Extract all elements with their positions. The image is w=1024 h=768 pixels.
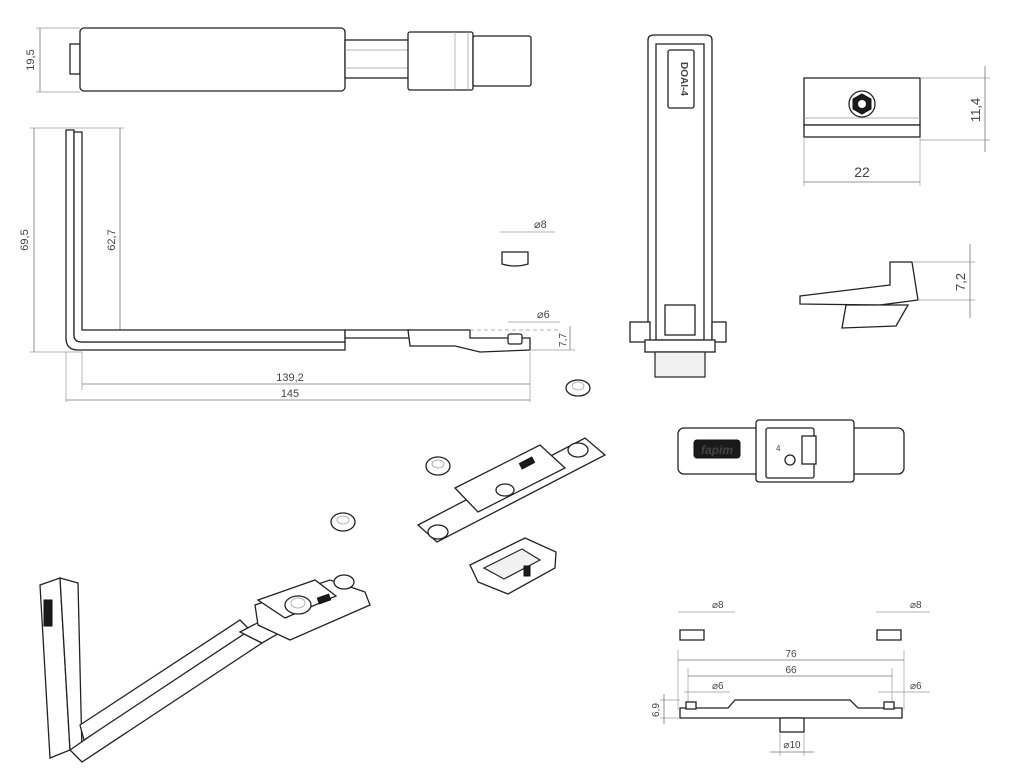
- dim-side-total: 69,5: [19, 229, 31, 250]
- dim-plate-total: 76: [785, 649, 797, 660]
- side-view: 69,5 62,7 7,7 ⌀6 139,2 145: [19, 127, 575, 402]
- dim-wedge-height: 7,2: [953, 273, 968, 291]
- dim-top-height: 19,5: [25, 49, 37, 70]
- brand-mark-label: fapim: [701, 443, 733, 457]
- dim-pin-height: 7,7: [558, 333, 569, 347]
- dim-length-total: 145: [281, 388, 299, 400]
- part-code-label: DOAI-4: [678, 62, 689, 96]
- iso-plate: [330, 437, 607, 543]
- dim-side-inner: 62,7: [106, 229, 118, 250]
- dim-bottom-boss: ⌀10: [783, 740, 801, 751]
- dim-plate-inner: 66: [785, 665, 797, 676]
- block-view: 11,4 22: [803, 66, 990, 186]
- dim-block-height: 11,4: [968, 98, 983, 122]
- plate-side-view: ⌀8 ⌀8 76 66 ⌀6 ⌀6 6,9 ⌀10: [651, 600, 930, 756]
- cap-detail: ⌀8: [500, 219, 591, 397]
- dim-cap-diameter: ⌀8: [534, 219, 547, 231]
- dim-pin-diameter: ⌀6: [537, 309, 550, 321]
- top-view: 19,5: [25, 27, 532, 93]
- front-view: DOAI-4: [629, 34, 727, 378]
- iso-assembly: [39, 574, 371, 763]
- dim-right-pin: ⌀6: [910, 681, 922, 692]
- plate-top-view: fapim 4: [677, 419, 905, 483]
- dim-plate-height: 6,9: [651, 703, 662, 717]
- wedge-view: 7,2: [799, 244, 975, 329]
- dim-length-inner: 139,2: [276, 372, 304, 384]
- small-code-label: 4: [776, 444, 781, 453]
- dim-left-pin: ⌀6: [712, 681, 724, 692]
- dim-block-width: 22: [854, 164, 870, 180]
- dim-right-cap: ⌀8: [910, 600, 922, 611]
- iso-wedge: [469, 537, 557, 595]
- dim-left-cap: ⌀8: [712, 600, 724, 611]
